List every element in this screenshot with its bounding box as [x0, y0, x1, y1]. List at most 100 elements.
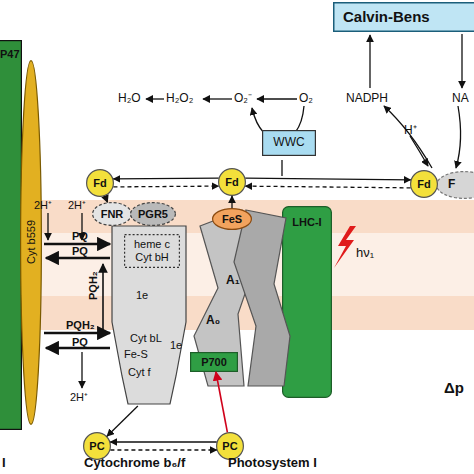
node-text: LHC-I: [292, 216, 321, 229]
enzyme-ellipse: FNR: [92, 202, 132, 226]
diagram-label: 1e: [136, 290, 148, 301]
node-text: PC: [222, 440, 237, 453]
enzyme-ellipse: F: [436, 171, 474, 199]
pathway-box-outline: [334, 3, 474, 32]
pathway-box: Calvin-Bens: [333, 2, 474, 32]
protein-subunit-shape: [0, 40, 22, 430]
light-bolt: [334, 226, 356, 268]
diagram-label: 1e: [170, 340, 182, 351]
electron-flow-arrow: [110, 441, 216, 442]
enzyme-ellipse-outline: [93, 203, 132, 226]
diagram-label: 2H⁺: [70, 392, 88, 403]
electron-flow-arrow: [245, 178, 410, 180]
cytochrome-ellipse: Cyt b559: [20, 60, 42, 425]
diagram-label: 2H⁺: [34, 200, 52, 211]
node-text: Fd: [417, 178, 430, 191]
proton-arrow: [81, 352, 82, 388]
carrier-circle: Fd: [410, 170, 438, 198]
pqh2-flow-line: [102, 264, 104, 330]
complex-outline: Cyt bL Fe-S Cyt f heme cCyt bH: [112, 226, 186, 406]
protein-subunit-outline: [0, 41, 21, 430]
node-text: P47: [0, 48, 20, 61]
pq-flow-line: [44, 332, 110, 334]
node-text: Cyt bL: [130, 332, 162, 345]
node-text: Fd: [225, 176, 238, 189]
carrier-circle-outline: [219, 169, 246, 196]
electron-flow-arrow: [245, 186, 410, 188]
nadph-arrow: [369, 35, 370, 88]
electron-flow-arrow: [231, 196, 232, 208]
diagram-label: NA: [452, 92, 469, 104]
diagram-label: H⁺: [404, 124, 417, 136]
node-text: A₀: [206, 314, 220, 328]
node-text: F: [448, 178, 455, 192]
carrier-circle-outline: [87, 170, 114, 197]
node-text: PC: [89, 440, 104, 453]
enzyme-ellipse-outline: [437, 172, 474, 199]
protein-ellipse: PGR5: [130, 202, 176, 226]
nadp-fnr-arrow: [456, 106, 461, 168]
node-text: WWC: [273, 136, 304, 150]
node-text: A₁: [226, 274, 240, 288]
electron-flow-arrow: [105, 196, 107, 202]
cytochrome-ellipse-outline: [21, 61, 42, 425]
node-text: Cyt f: [128, 366, 151, 379]
diagram-label: hν₁: [356, 246, 374, 259]
node-text: FeS: [222, 213, 242, 226]
electron-flow-arrow: [113, 185, 218, 187]
diagram-label: PQ: [72, 246, 88, 257]
node-text: P700: [201, 356, 227, 369]
carrier-circle-outline: [411, 171, 438, 198]
photosystem-outline: A₁ A₀ FeS P700: [186, 196, 304, 392]
node-text: Cyt b559: [25, 220, 38, 264]
reaction-arrow: [146, 98, 164, 99]
diagram-label: PQH₂: [88, 271, 99, 300]
diagram-label: O₂: [299, 92, 313, 104]
pq-flow-line: [46, 257, 110, 259]
cofactor-ellipse-outline: [213, 209, 252, 230]
electron-flow-arrow: [107, 406, 138, 436]
heme-box-outline: [125, 235, 180, 268]
reaction-center-box: P700: [190, 352, 238, 372]
diagram-label: I: [2, 456, 6, 469]
diagram-label: H₂O₂: [166, 92, 193, 104]
node-text: heme c: [134, 238, 170, 251]
complex-outline-outline: [112, 226, 186, 404]
proton-arrow: [410, 136, 428, 166]
reaction-arrow: [257, 98, 297, 99]
diagram-label: O₂⁻: [234, 92, 252, 104]
node-text: Cyt bH: [135, 251, 169, 264]
node-text: Fe-S: [124, 348, 148, 361]
diagram-label: PQ: [72, 337, 88, 348]
pq-flow-line: [44, 243, 110, 245]
node-text: Fd: [93, 177, 106, 190]
electron-flow-arrow: [110, 449, 216, 450]
diagram-label: NADPH: [346, 92, 388, 104]
nadp-arrow: [461, 34, 462, 88]
reaction-box: WWC: [262, 130, 316, 156]
diagram-label: Δp: [444, 380, 464, 395]
electron-flow-arrow: [113, 177, 218, 179]
antenna-box-outline: [283, 207, 332, 398]
diagram-label: Photosystem I: [228, 456, 317, 469]
photosystem-outline-outline: [234, 210, 290, 386]
antenna-box: LHC-I: [282, 206, 332, 398]
node-text: Calvin-Bens: [343, 8, 430, 25]
diagram-label: H₂O: [118, 92, 141, 104]
reaction-box-outline: [263, 131, 316, 156]
cofactor-ellipse: FeS: [212, 208, 252, 230]
diagram-label: Cytochrome b₆/f: [84, 456, 185, 469]
node-text: PGR5: [138, 208, 168, 221]
reaction-center-box-outline: [191, 353, 238, 372]
carrier-circle: Fd: [218, 168, 246, 196]
fnr-nadph-arrow: [384, 106, 432, 168]
protein-subunit: P47: [0, 40, 22, 430]
reaction-arrow: [203, 98, 232, 99]
diagram-label: 2H⁺: [68, 200, 86, 211]
protein-ellipse-outline: [131, 203, 176, 226]
node-text: FNR: [101, 208, 124, 221]
carrier-circle: Fd: [86, 169, 114, 197]
antenna-box-shape: [282, 206, 332, 398]
